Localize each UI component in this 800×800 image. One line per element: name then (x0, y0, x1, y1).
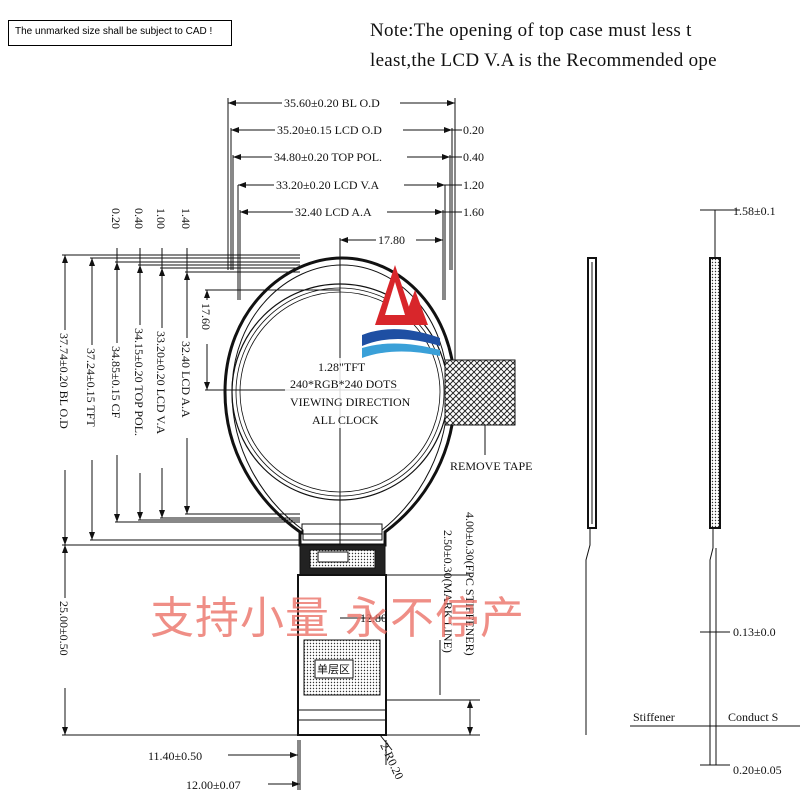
stiffener-label: Stiffener (633, 710, 675, 724)
side-view-right (630, 209, 800, 766)
dim-lcd-aa-top: 32.40 LCD A.A (295, 205, 372, 219)
dim-lcd-va-top: 33.20±0.20 LCD V.A (276, 178, 379, 192)
dim-radius: 2-R0.20 (377, 740, 406, 781)
dim-t020: 0.20±0.05 (733, 763, 782, 777)
dim-thickness: 1.58±0.1 (733, 204, 776, 218)
fpc-dimension-arrows (290, 700, 473, 787)
dim-tail-left: 25.00±0.50 (57, 601, 71, 656)
conduct-label: Conduct S (728, 710, 778, 724)
top-dimension-labels: 35.60±0.20 BL O.D 35.20±0.15 LCD O.D 34.… (272, 95, 484, 247)
display-size-text: 1.28"TFT (318, 360, 366, 374)
dim-lcd-aa-left: 32.40 LCD A.A (179, 341, 193, 418)
dim-fpc-1140: 11.40±0.50 (148, 749, 202, 763)
offset-right-4: 1.60 (463, 205, 484, 219)
note-line-1: Note:The opening of top case must less t (370, 20, 692, 41)
remove-tape-label: REMOVE TAPE (450, 459, 533, 473)
note-line-2: least,the LCD V.A is the Recommended ope (370, 50, 717, 71)
dim-center-top: 17.80 (378, 233, 405, 247)
top-dimension-arrows (228, 100, 455, 243)
display-dots-text: 240*RGB*240 DOTS (290, 377, 397, 391)
offset-right-2: 0.40 (463, 150, 484, 164)
display-viewing-text: VIEWING DIRECTION (290, 395, 411, 409)
dim-top-pol-left: 34.15±0.20 TOP POL. (132, 328, 146, 436)
left-dimension-labels: 37.74±0.20 BL O.D 37.24±0.15 TFT 34.85±0… (57, 208, 214, 688)
offset-right-1: 0.20 (463, 123, 484, 137)
dim-bl-od-top: 35.60±0.20 BL O.D (284, 96, 380, 110)
dim-center-left: 17.60 (199, 303, 213, 330)
side-view-left (585, 257, 597, 735)
promo-watermark: 支持小量 永不停产 (150, 593, 525, 644)
offset-left-4: 1.40 (179, 208, 193, 229)
single-layer-label: 单层区 (317, 663, 350, 676)
left-dimension-arrows (62, 255, 210, 735)
display-text: 1.28"TFT 240*RGB*240 DOTS VIEWING DIRECT… (285, 358, 411, 428)
dim-top-pol-top: 34.80±0.20 TOP POL. (274, 150, 382, 164)
dim-mark-line: 2.50±0.30(MARK LINE) (441, 530, 455, 653)
offset-left-1: 0.20 (109, 208, 123, 229)
display-clock-text: ALL CLOCK (312, 413, 379, 427)
dim-lcd-va-left: 33.20±0.20 LCD V.A (154, 331, 168, 434)
dim-t013: 0.13±0.0 (733, 625, 776, 639)
fpc-tail (297, 544, 387, 736)
offset-right-3: 1.20 (463, 178, 484, 192)
dim-fpc-width: 12.80 (360, 611, 387, 625)
dim-bl-od-left: 37.74±0.20 BL O.D (57, 333, 71, 429)
brand-logo-icon (362, 265, 440, 358)
side-view-labels: 1.58±0.1 0.13±0.0 Stiffener Conduct S 0.… (633, 204, 782, 777)
dim-fpc-1200: 12.00±0.07 (186, 778, 241, 792)
fpc-dimension-lines (228, 574, 480, 790)
offset-left-2: 0.40 (132, 208, 146, 229)
dim-cf-left: 34.85±0.15 CF (109, 346, 123, 419)
cad-notice-box: The unmarked size shall be subject to CA… (8, 20, 232, 46)
dim-lcd-od-top: 35.20±0.15 LCD O.D (277, 123, 382, 137)
dim-fpc-stiffener: 4.00±0.30(FPC STIFFENER) (463, 512, 477, 656)
remove-tape-block (444, 359, 516, 426)
dim-tft-left: 37.24±0.15 TFT (84, 348, 98, 427)
offset-left-3: 1.00 (154, 208, 168, 229)
cad-notice-text: The unmarked size shall be subject to CA… (15, 26, 213, 37)
